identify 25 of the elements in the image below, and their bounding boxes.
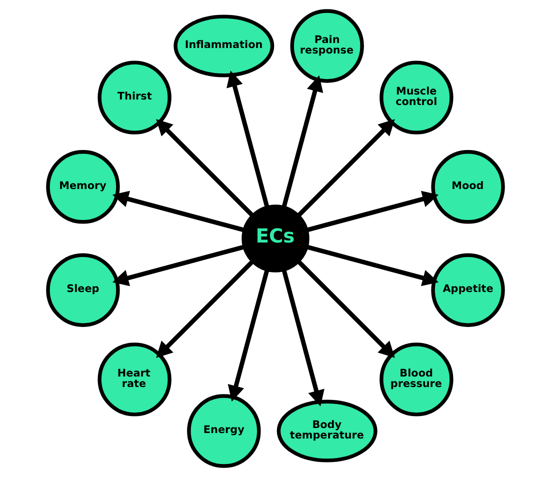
node-circle: Memory xyxy=(46,150,120,224)
arrow xyxy=(112,190,245,232)
node-circle: Blood pressure xyxy=(379,342,453,416)
arrow xyxy=(226,70,269,208)
node-circle: Muscle control xyxy=(379,60,453,134)
node-circle: Energy xyxy=(186,394,260,468)
node-circle: Mood xyxy=(430,150,504,224)
node-circle: Pain response xyxy=(290,9,364,83)
arrow xyxy=(305,190,438,232)
arrow xyxy=(227,268,269,402)
arrow xyxy=(281,75,323,208)
arrow xyxy=(156,119,254,218)
arrow xyxy=(296,260,394,358)
arrow xyxy=(156,260,254,358)
node-ellipse: Inflammation xyxy=(173,14,274,78)
arrow xyxy=(281,268,324,406)
arrow xyxy=(305,244,438,286)
node-circle: ECs xyxy=(241,204,309,272)
node-circle: Sleep xyxy=(46,253,120,327)
node-circle: Heart rate xyxy=(97,342,171,416)
node-circle: Appetite xyxy=(430,253,504,327)
node-ellipse: Body temperature xyxy=(276,400,377,462)
arrow xyxy=(296,119,394,218)
arrow xyxy=(112,244,245,286)
node-circle: Thirst xyxy=(97,60,171,134)
